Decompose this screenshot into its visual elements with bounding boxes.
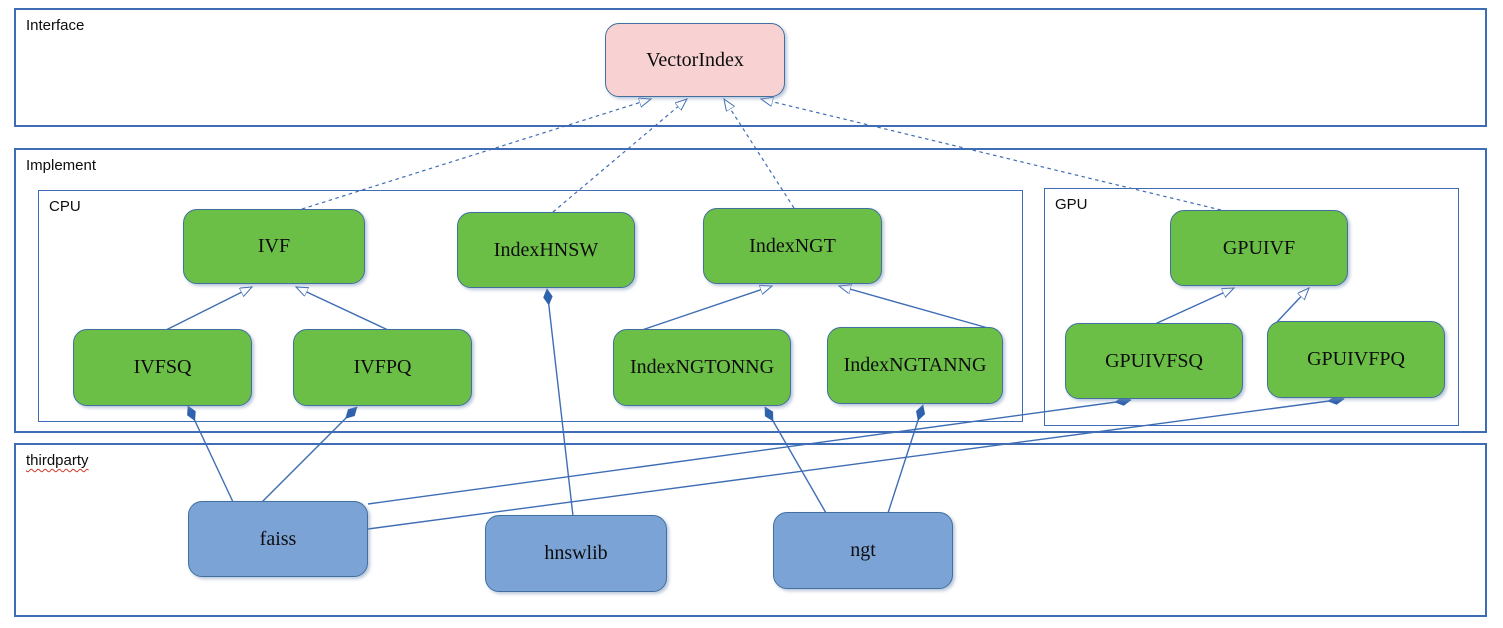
node-ivf: IVF xyxy=(183,209,365,284)
node-ngt: ngt xyxy=(773,512,953,589)
node-faiss-label: faiss xyxy=(259,527,297,550)
node-indexngtanng: IndexNGTANNG xyxy=(827,327,1003,404)
node-ivfpq-label: IVFPQ xyxy=(353,356,412,378)
node-gpuivf-label: GPUIVF xyxy=(1222,236,1296,259)
node-gpuivfpq: GPUIVFPQ xyxy=(1267,321,1445,398)
node-indexngt: IndexNGT xyxy=(703,208,882,284)
node-ivfsq: IVFSQ xyxy=(73,329,252,406)
node-vectorindex: VectorIndex xyxy=(605,23,785,97)
node-gpuivf: GPUIVF xyxy=(1170,210,1348,286)
section-gpu-label: GPU xyxy=(1055,196,1088,213)
node-gpuivfsq: GPUIVFSQ xyxy=(1065,323,1243,399)
node-indexngtonng-label: IndexNGTONNG xyxy=(629,356,775,378)
node-indexngtanng-label: IndexNGTANNG xyxy=(843,354,987,376)
node-ivf-label: IVF xyxy=(257,235,291,257)
section-thirdparty-label: thirdparty xyxy=(26,452,89,469)
node-ivfpq: IVFPQ xyxy=(293,329,472,406)
node-indexhnsw: IndexHNSW xyxy=(457,212,635,288)
section-implement-label: Implement xyxy=(26,157,97,174)
node-indexhnsw-label: IndexHNSW xyxy=(493,238,599,261)
node-gpuivfpq-label: GPUIVFPQ xyxy=(1307,348,1405,370)
node-indexngt-label: IndexNGT xyxy=(749,234,836,257)
section-cpu-label: CPU xyxy=(49,198,81,215)
node-hnswlib-label: hnswlib xyxy=(544,542,608,564)
node-gpuivfsq-label: GPUIVFSQ xyxy=(1105,349,1203,372)
node-hnswlib: hnswlib xyxy=(485,515,667,592)
node-ivfsq-label: IVFSQ xyxy=(133,356,192,378)
section-interface-label: Interface xyxy=(26,17,85,34)
node-ngt-label: ngt xyxy=(850,539,876,561)
node-indexngtonng: IndexNGTONNG xyxy=(613,329,791,406)
node-vectorindex-label: VectorIndex xyxy=(646,48,744,71)
node-faiss: faiss xyxy=(188,501,368,577)
